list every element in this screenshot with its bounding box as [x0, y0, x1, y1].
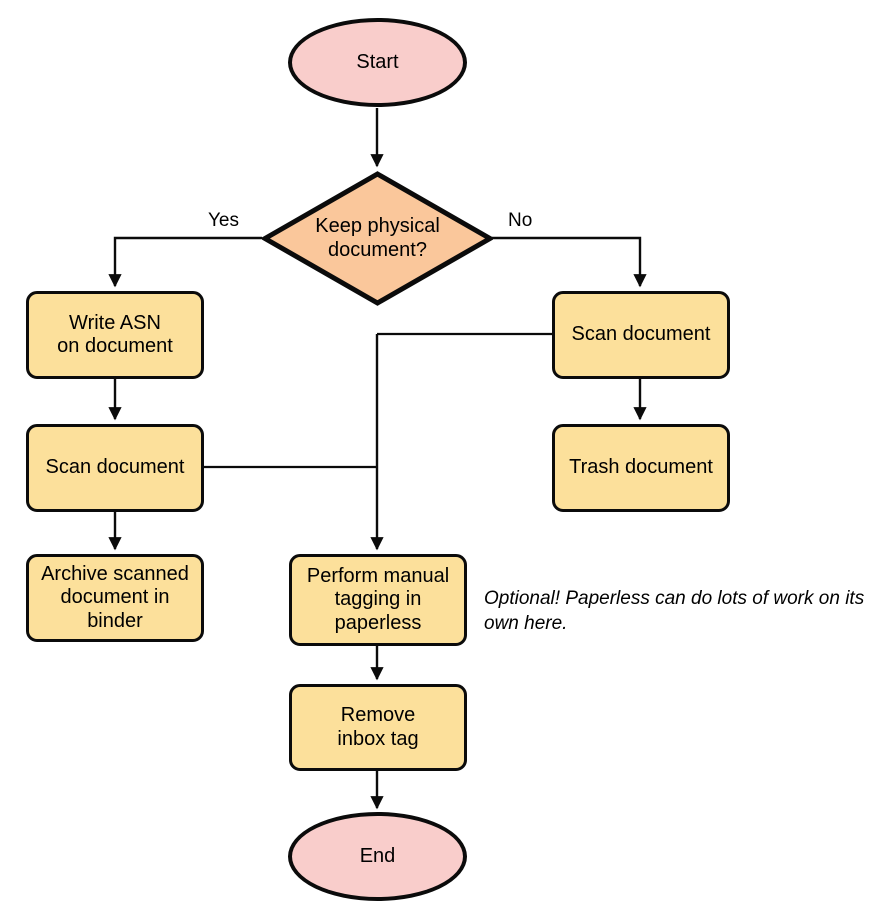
node-archive-scanned-document[interactable]: Archive scanned document in binder [26, 554, 204, 642]
node-decision-keep-physical-document[interactable]: Keep physical document? [262, 171, 493, 306]
node-start-label: Start [356, 50, 399, 73]
edge-label-no: No [508, 210, 533, 231]
node-start[interactable]: Start [288, 18, 467, 107]
node-trash-document-label: Trash document [569, 456, 713, 479]
node-end-label: End [359, 844, 396, 867]
edge-label-yes: Yes [208, 210, 239, 231]
node-scan-document-left[interactable]: Scan document [26, 424, 204, 512]
node-scan-document-right[interactable]: Scan document [552, 291, 730, 379]
node-write-asn[interactable]: Write ASN on document [26, 291, 204, 379]
node-scan-document-right-label: Scan document [571, 323, 711, 346]
node-perform-manual-tagging[interactable]: Perform manual tagging in paperless [289, 554, 467, 646]
edge-decision-yes-to-write-asn [108, 236, 262, 288]
node-perform-manual-tagging-label: Perform manual tagging in paperless [306, 565, 450, 634]
node-trash-document[interactable]: Trash document [552, 424, 730, 512]
node-archive-scanned-document-label: Archive scanned document in binder [41, 563, 189, 632]
node-scan-document-left-label: Scan document [45, 456, 185, 479]
diamond-shape [262, 171, 493, 306]
annotation-optional-note: Optional! Paperless can do lots of work … [484, 588, 865, 634]
edge-decision-no-to-scan-right [492, 236, 647, 288]
node-remove-inbox-tag-label: Remove inbox tag [337, 704, 419, 750]
node-write-asn-label: Write ASN on document [57, 311, 173, 357]
node-decision-label: Keep physical document? [315, 215, 440, 261]
node-end[interactable]: End [288, 812, 467, 901]
node-remove-inbox-tag[interactable]: Remove inbox tag [289, 684, 467, 771]
